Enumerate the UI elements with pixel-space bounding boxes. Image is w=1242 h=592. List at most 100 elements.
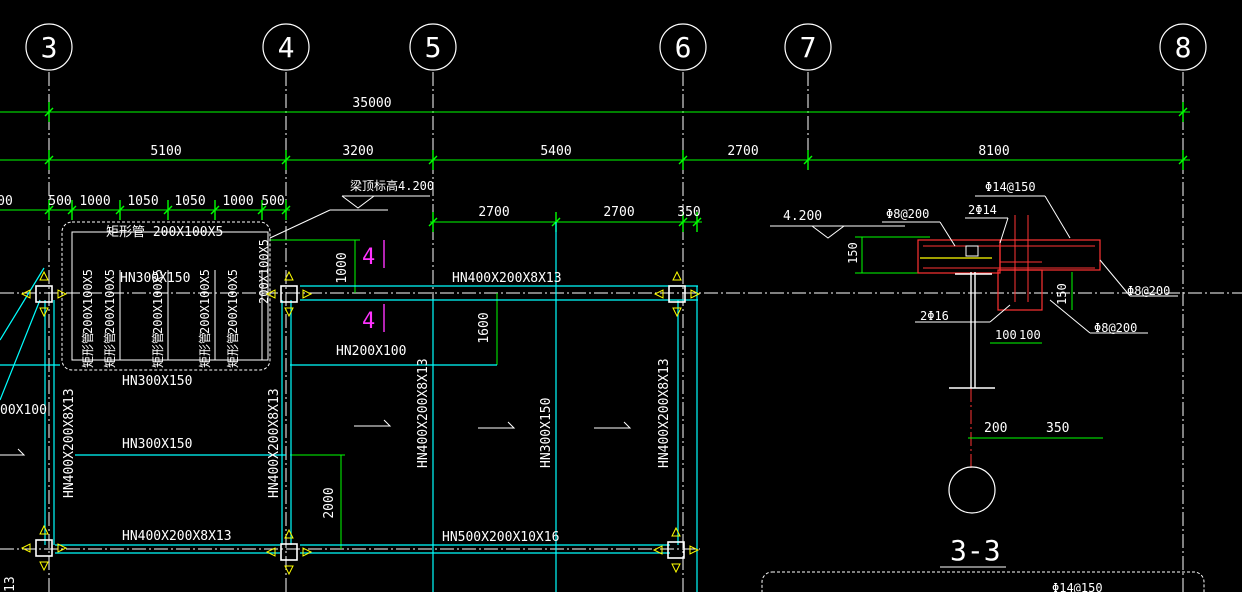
elevation-value: 4.200 (398, 179, 434, 193)
dimension-ticks (44, 102, 1188, 232)
slope-arrow-1-icon (354, 419, 392, 427)
column-marker[interactable] (280, 543, 298, 561)
section-rebar-a: Φ8@200 (886, 207, 929, 221)
column-support-triangle-icon (672, 270, 682, 281)
dim-sub-5: 1000 (222, 194, 253, 209)
column-support-triangle-icon (265, 289, 276, 299)
column-support-triangle-icon (302, 289, 313, 299)
slope-arrow-2-icon (478, 421, 516, 429)
label-hn200: HN200X100 (336, 344, 406, 359)
label-v-left: HN400X200X8X13 (62, 388, 77, 498)
dim-sub-3: 1050 (127, 194, 158, 209)
column-support-triangle-icon (284, 270, 294, 281)
beam-diag-left-b[interactable] (0, 299, 41, 401)
dim-sub-6: 500 (261, 194, 284, 209)
dim-1000: 1000 (335, 252, 350, 283)
section-elev-triangle-icon (811, 225, 846, 239)
dimension-texts: 35000 5100 3200 5400 2700 8100 00 500 10… (0, 96, 1010, 519)
column-support-triangle-icon (39, 524, 49, 535)
label-pipe-v-5: 200X100X5 (226, 269, 240, 334)
section-dim-100-a-text: 100 (995, 328, 1017, 342)
section-stud (965, 245, 979, 257)
section-mark-1[interactable]: 4 (362, 245, 375, 270)
column-support-triangle-icon (672, 307, 682, 318)
beam-diag-left[interactable] (0, 267, 45, 341)
section-rebar-e: 2Φ16 (920, 309, 949, 323)
column-support-triangle-icon (57, 289, 68, 299)
section-dim-150-b-text: 150 (1055, 283, 1069, 305)
label-pipe-prefix-2: 矩形管 (102, 332, 117, 368)
dimension-lines (0, 111, 1190, 549)
section-dim-350-text: 350 (1046, 421, 1069, 436)
label-v-ax6: HN400X200X8X13 (657, 358, 672, 468)
label-pipe-v-4: 200X100X5 (198, 269, 212, 334)
axis-grid-lines (0, 72, 1242, 592)
section-dim-200-text: 200 (984, 421, 1007, 436)
axis-label-5: 5 (425, 31, 442, 64)
leader-2phi14-b (999, 217, 1009, 244)
slope-arrow-3-icon (594, 421, 632, 429)
column-support-triangle-icon (39, 561, 49, 572)
section-rebar-d: Φ8@200 (1094, 321, 1137, 335)
column-marker[interactable] (280, 285, 298, 303)
label-hn300-mid: HN300X150 (122, 374, 192, 389)
label-left-cut: 00X100 (0, 403, 47, 418)
section-marks: 4 4 (362, 240, 385, 334)
column-support-triangle-icon (39, 307, 49, 318)
section-mark-2[interactable]: 4 (362, 309, 375, 334)
axis-label-7: 7 (800, 31, 817, 64)
label-pipe-v-2: 200X100X5 (103, 269, 117, 334)
label-pipe-prefix-4: 矩形管 (197, 332, 212, 368)
beam-labels: 矩形管 200X100X5 HN300X150 HN400X200X8X13 H… (0, 225, 672, 592)
section-title: 3-3 (950, 534, 1001, 567)
axis-bubble-7[interactable] (784, 23, 832, 71)
column-marker[interactable] (668, 285, 686, 303)
section-bottom-cut-text: Φ14@150 (1052, 581, 1103, 592)
section-beam-top[interactable] (999, 239, 1101, 271)
dim-bay-1: 5100 (150, 144, 181, 159)
elevation-marker: 梁顶标高 4.200 (341, 178, 434, 209)
column-marker[interactable] (667, 541, 685, 559)
canopy-leader (269, 209, 331, 239)
column-marker[interactable] (35, 539, 53, 557)
axis-bubble-6[interactable] (659, 23, 707, 71)
axis-bubble-5[interactable] (409, 23, 457, 71)
label-hn400-top: HN400X200X8X13 (452, 271, 562, 286)
label-v-mid: HN300X150 (539, 398, 554, 468)
section-dim-150-a-text: 150 (846, 242, 860, 264)
label-pipe-v-1: 200X100X5 (81, 269, 95, 334)
elevation-label: 梁顶标高 (350, 178, 398, 193)
axis-bubble-8[interactable] (1159, 23, 1207, 71)
column-marker[interactable] (35, 285, 53, 303)
section-beam-web[interactable] (997, 269, 1043, 311)
axis-bubbles (25, 23, 1207, 71)
elevation-triangle-icon (341, 195, 376, 209)
beam-lines (0, 222, 698, 592)
section-3-3-detail: 4.200 Φ14@150 (761, 180, 1205, 592)
label-pipe-prefix-5: 矩形管 (225, 332, 240, 368)
dim-sub-1: 500 (48, 194, 71, 209)
label-hn300-top: HN300X150 (120, 271, 190, 286)
dim-1600: 1600 (477, 312, 492, 343)
column-support-triangle-icon (690, 289, 701, 299)
leader-phi8-a-b (939, 221, 956, 247)
label-pipe-v-6: 200X100X5 (257, 239, 271, 304)
section-circle-marker[interactable] (948, 466, 996, 514)
label-rect-pipe-top: 矩形管 200X100X5 (106, 225, 223, 240)
axis-bubble-3[interactable] (25, 23, 73, 71)
section-rebar-c: Φ8@200 (1127, 284, 1170, 298)
label-hn500-bot: HN500X200X10X16 (442, 530, 559, 545)
dim-bay-5: 8100 (978, 144, 1009, 159)
section-dim-100-b-text: 100 (1019, 328, 1041, 342)
leader-2phi16-b (989, 304, 1011, 323)
axis-bubble-4[interactable] (262, 23, 310, 71)
slope-arrows (0, 419, 632, 456)
slope-arrow-4-icon (0, 448, 26, 456)
columns (20, 270, 701, 576)
dim-sub-right-1: 2700 (478, 205, 509, 220)
column-support-triangle-icon (39, 270, 49, 281)
axis-label-8: 8 (1175, 31, 1192, 64)
leader-phi8-d (1049, 299, 1091, 334)
section-rebar-top: Φ14@150 (985, 180, 1036, 194)
